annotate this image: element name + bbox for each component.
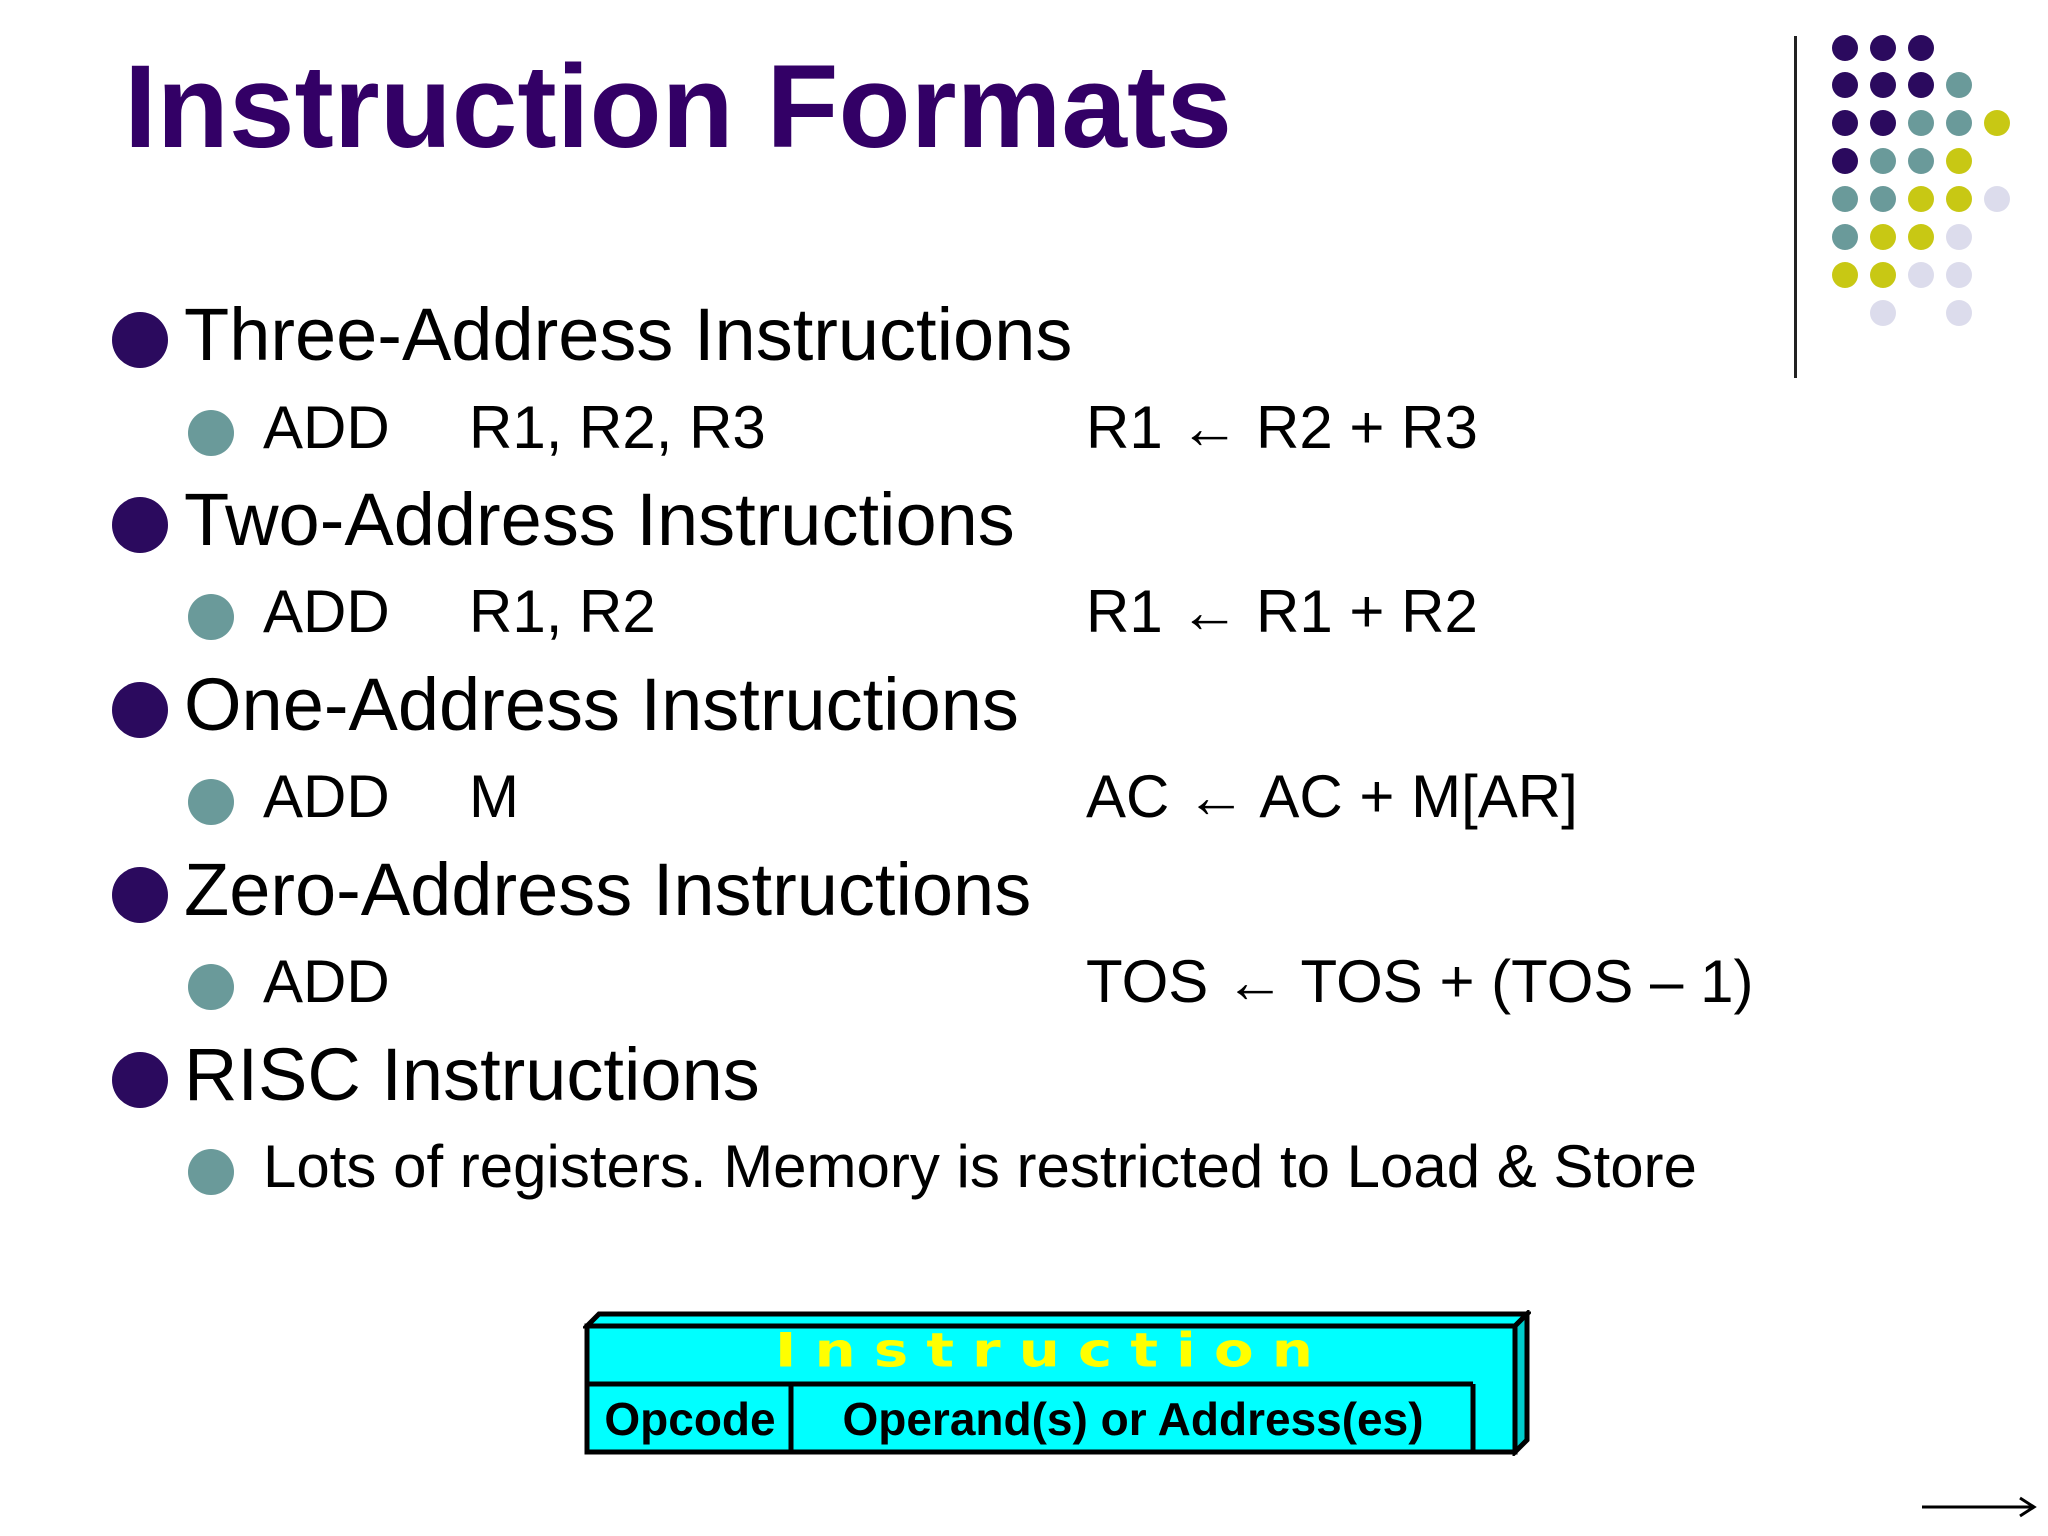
instruction-box-shape	[583, 1310, 1531, 1456]
opcode-field-label: Opcode	[604, 1393, 776, 1445]
decor-dot	[1870, 110, 1896, 136]
decor-dot	[1832, 262, 1858, 288]
decor-dot	[1870, 35, 1896, 61]
decor-dot	[1870, 224, 1896, 250]
item-operands: R1, R2	[469, 578, 656, 645]
decor-dot	[1870, 148, 1896, 174]
item-heading: Two-Address Instructions	[184, 478, 1015, 561]
decor-dot	[1984, 186, 2010, 212]
instruction-word-label: Instruction	[774, 1322, 1332, 1378]
decor-dot	[1908, 148, 1934, 174]
decor-dot	[1908, 35, 1934, 61]
decor-dot	[1984, 110, 2010, 136]
item-note: Lots of registers. Memory is restricted …	[263, 1133, 1697, 1200]
decor-dot	[1908, 224, 1934, 250]
item-heading: RISC Instructions	[184, 1033, 760, 1116]
decor-dot	[1946, 262, 1972, 288]
item-mnemonic: ADD	[263, 394, 390, 461]
decor-dot	[1946, 72, 1972, 98]
item-operation: AC ← AC + M[AR]	[1086, 763, 1578, 830]
decor-dot	[1832, 186, 1858, 212]
decor-dot	[1946, 110, 1972, 136]
decor-dot	[1908, 262, 1934, 288]
decor-dot	[1832, 224, 1858, 250]
level1-bullet	[112, 682, 168, 738]
decor-dot	[1946, 186, 1972, 212]
instruction-format-diagram: Instruction Opcode Operand(s) or Address…	[583, 1310, 1531, 1456]
decor-dot	[1832, 148, 1858, 174]
level1-bullet	[112, 497, 168, 553]
item-operation: R1 ← R1 + R2	[1086, 578, 1478, 645]
slide-title: Instruction Formats	[124, 41, 1232, 173]
level2-bullet	[188, 1149, 234, 1195]
decor-dot	[1946, 148, 1972, 174]
item-heading: One-Address Instructions	[184, 663, 1019, 746]
decor-dot	[1946, 300, 1972, 326]
decor-dot	[1870, 186, 1896, 212]
level1-bullet	[112, 1052, 168, 1108]
decor-dot	[1946, 224, 1972, 250]
level2-bullet	[188, 410, 234, 456]
item-operation: TOS ← TOS + (TOS – 1)	[1086, 948, 1754, 1015]
divider-line	[1794, 36, 1797, 378]
item-operands: R1, R2, R3	[469, 394, 766, 461]
item-heading: Three-Address Instructions	[184, 293, 1073, 376]
decor-dot	[1832, 72, 1858, 98]
item-mnemonic: ADD	[263, 948, 390, 1015]
level2-bullet	[188, 964, 234, 1010]
operand-field-label: Operand(s) or Address(es)	[842, 1393, 1424, 1445]
level2-bullet	[188, 594, 234, 640]
level1-bullet	[112, 312, 168, 368]
decor-dot	[1908, 72, 1934, 98]
decor-dot	[1908, 186, 1934, 212]
item-operands: M	[469, 763, 519, 830]
decor-dot	[1832, 35, 1858, 61]
item-heading: Zero-Address Instructions	[184, 848, 1032, 931]
level2-bullet	[188, 779, 234, 825]
item-operation: R1 ← R2 + R3	[1086, 394, 1478, 461]
level1-bullet	[112, 867, 168, 923]
decor-dot	[1870, 300, 1896, 326]
decor-dot	[1908, 110, 1934, 136]
decor-dot	[1832, 110, 1858, 136]
item-mnemonic: ADD	[263, 578, 390, 645]
decor-dot	[1870, 262, 1896, 288]
decor-dot	[1870, 72, 1896, 98]
arrow-right-icon[interactable]	[1920, 1492, 2040, 1522]
item-mnemonic: ADD	[263, 763, 390, 830]
